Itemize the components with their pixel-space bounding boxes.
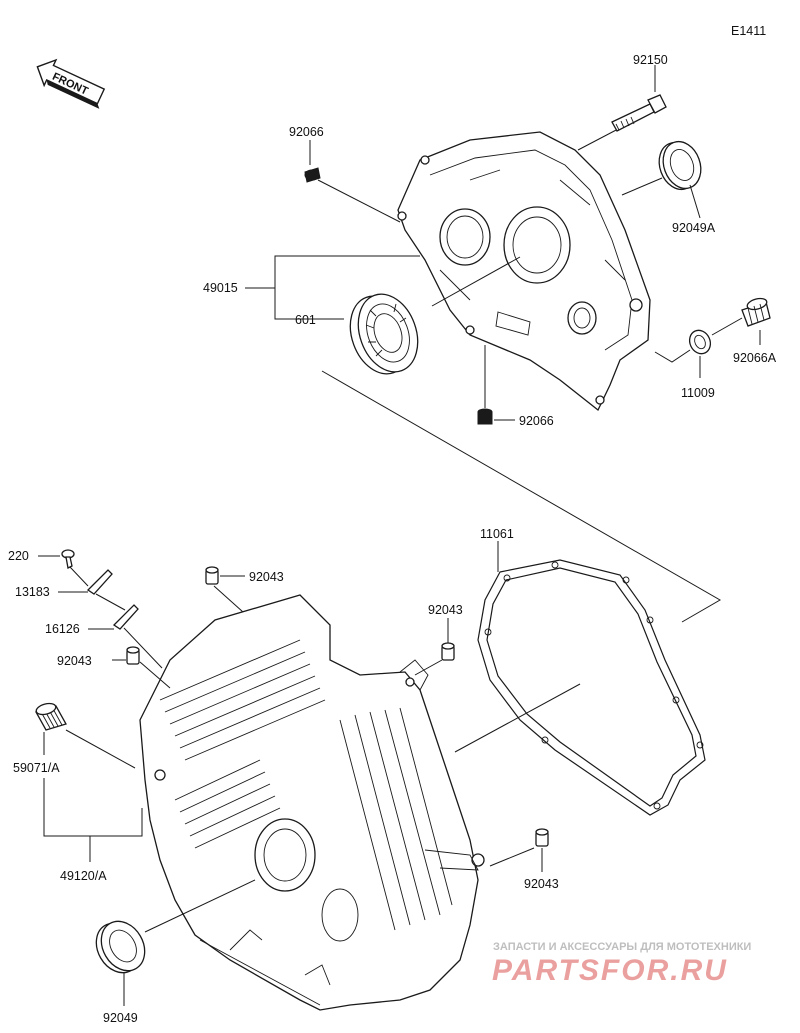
part-label-92049a: 92049A xyxy=(672,221,716,235)
dowel-92043-b xyxy=(126,646,140,665)
part-label-92150: 92150 xyxy=(633,53,668,67)
part-label-16126: 16126 xyxy=(45,622,80,636)
part-label-220: 220 xyxy=(8,549,29,563)
bearing-601 xyxy=(349,293,419,375)
part-label-49120a: 49120/A xyxy=(60,869,107,883)
part-label-92043-c: 92043 xyxy=(428,603,463,617)
oil-seal-92049a xyxy=(658,140,702,191)
bolt-92150 xyxy=(577,94,667,151)
diagram-code: E1411 xyxy=(731,24,766,38)
dowel-92043-d xyxy=(535,828,549,847)
plug-92066a xyxy=(741,297,771,327)
plate-13183 xyxy=(86,569,113,595)
screw-220 xyxy=(61,549,75,569)
oil-seal-92049 xyxy=(95,920,146,974)
part-label-11061: 11061 xyxy=(480,527,514,541)
dowel-92043-a xyxy=(205,566,219,585)
dowel-92043-c xyxy=(441,642,455,661)
part-label-11009: 11009 xyxy=(681,386,715,400)
part-label-59071a: 59071/A xyxy=(13,761,60,775)
gasket-11061 xyxy=(477,559,706,816)
watermark: ЗАПАСТИ И АКСЕССУАРЫ ДЛЯ МОТОТЕХНИКИ PAR… xyxy=(492,941,751,987)
watermark-logo: PARTSFOR.RU xyxy=(492,954,728,987)
part-label-92066a: 92066A xyxy=(733,351,777,365)
dowel-92066-top xyxy=(304,167,321,183)
part-label-92043-b: 92043 xyxy=(57,654,92,668)
part-label-92066-top: 92066 xyxy=(289,125,324,139)
part-label-92066-bottom: 92066 xyxy=(519,414,554,428)
crankcase-cover xyxy=(397,131,651,412)
dowel-92066-bottom xyxy=(477,408,493,425)
front-arrow-icon: FRONT xyxy=(36,58,106,109)
plate-16126 xyxy=(112,604,139,630)
stud-59071a xyxy=(35,702,67,731)
washer-11009 xyxy=(688,329,712,355)
part-label-92043-d: 92043 xyxy=(524,877,559,891)
part-label-49015: 49015 xyxy=(203,281,238,295)
part-label-92043-a: 92043 xyxy=(249,570,284,584)
part-label-13183: 13183 xyxy=(15,585,50,599)
watermark-caption: ЗАПАСТИ И АКСЕССУАРЫ ДЛЯ МОТОТЕХНИКИ xyxy=(493,941,751,953)
part-label-92049: 92049 xyxy=(103,1011,138,1025)
crankcase-main xyxy=(139,594,485,1011)
part-label-601: 601 xyxy=(295,313,316,327)
